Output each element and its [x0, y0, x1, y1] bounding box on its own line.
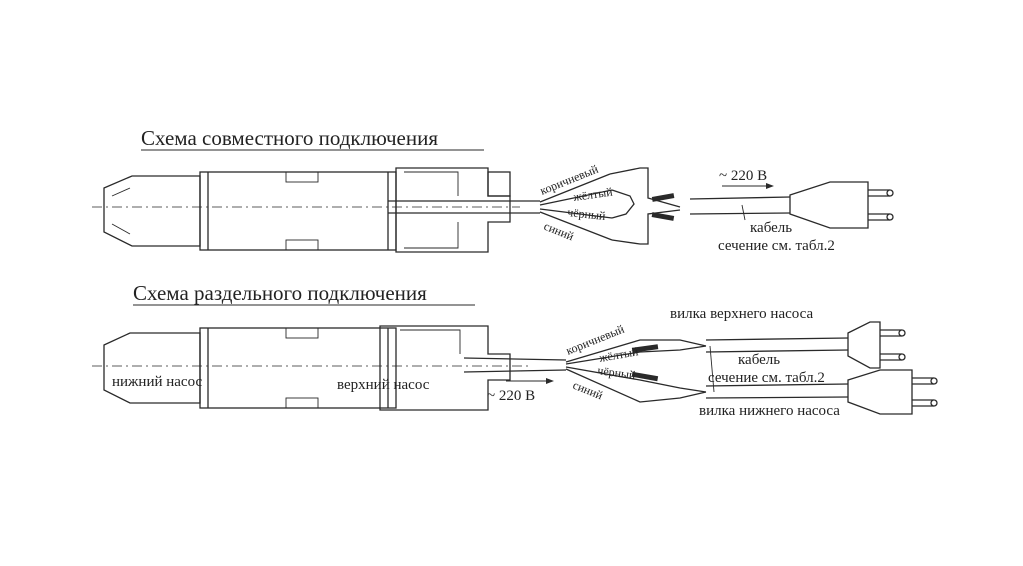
plug-body-1: [789, 181, 869, 229]
wire-connector-1a: [651, 193, 675, 202]
title-joint: Схема совместного подключения: [141, 126, 438, 150]
output-cable-lower: [705, 383, 849, 399]
pump-head-2: [379, 325, 511, 411]
wire-label-black-1: чёрный: [567, 205, 607, 223]
wire-label-blue-2: синий: [571, 378, 606, 403]
plug-lower: [847, 369, 938, 415]
plug-pin-tip-upper-a: [898, 329, 906, 337]
pump-cable-1: [388, 200, 540, 214]
pump-slot-bottom-1: [285, 239, 319, 251]
wire-connector-2a: [631, 344, 659, 353]
wire-loop-mid-1: [611, 189, 635, 219]
wire-fan-2: [565, 339, 707, 403]
pump-slot-top-1: [285, 171, 319, 183]
wire-blue-2: [565, 368, 707, 403]
section-label-2: сечение см. табл.2: [708, 370, 825, 386]
wire-loop-top-1: [609, 167, 681, 208]
pump-nose-1: [103, 175, 201, 247]
plug-pins-upper: [880, 329, 902, 361]
wire-label-yellow-1: жёлтый: [571, 185, 613, 205]
diagram-separate-connection: Схема раздельного подключения нижний нас…: [92, 281, 938, 419]
plug-pin-tip-lower-a: [930, 377, 938, 385]
wire-connector-2b: [631, 371, 659, 382]
upper-pump-label: верхний насос: [337, 377, 430, 393]
plug-body-upper: [847, 321, 881, 369]
pump-nose-2: [103, 332, 201, 404]
plug-pins-1: [868, 189, 890, 221]
pump-assembly-2: [92, 325, 530, 411]
pump-head-detail-1: [404, 171, 459, 249]
wire-label-blue-1: синий: [542, 219, 577, 244]
arrow-head-2: [546, 378, 554, 384]
section-label-1: сечение см. табл.2: [718, 238, 835, 254]
pump-head-detail-2: [400, 329, 461, 354]
leader-2: [709, 345, 715, 393]
wire-label-black-2: чёрный: [597, 363, 637, 382]
pump-nose-detail-1: [111, 187, 131, 235]
pump-body-1: [199, 171, 397, 251]
wire-fan-1: [539, 167, 681, 245]
pump-body-2: [199, 327, 397, 409]
pump-head-1: [395, 167, 511, 253]
plug-pins-lower: [912, 377, 934, 407]
lower-plug-label: вилка нижнего насоса: [699, 403, 840, 419]
wire-black-2: [565, 366, 707, 393]
plug-upper: [847, 321, 906, 369]
pump-head-cap-1: [487, 171, 511, 197]
cable-label-2: кабель: [738, 352, 780, 368]
plug-pin-tip-lower-b: [930, 399, 938, 407]
title-separate: Схема раздельного подключения: [133, 281, 427, 305]
plug-pin-tip-1a: [886, 189, 894, 197]
wire-brown-2: [565, 339, 707, 363]
diagram-joint-connection: Схема совместного подключения: [92, 126, 894, 254]
wire-label-yellow-2: жёлтый: [597, 344, 640, 365]
plug-pin-tip-1b: [886, 213, 894, 221]
plug-pin-tip-upper-b: [898, 353, 906, 361]
wire-loop-bottom-1: [611, 209, 681, 245]
plug-1: [789, 181, 894, 229]
voltage-label-2: ~ 220 В: [487, 388, 535, 404]
output-cable-1: [689, 196, 791, 215]
lower-pump-label: нижний насос: [112, 374, 202, 390]
upper-plug-label: вилка верхнего насоса: [670, 306, 813, 322]
cable-label-1: кабель: [750, 220, 792, 236]
leader-1: [741, 204, 746, 221]
wire-connector-1b: [651, 212, 675, 221]
output-cable-upper: [705, 337, 849, 353]
arrow-head-1: [766, 183, 774, 189]
pump-cable-2: [463, 357, 567, 373]
plug-body-lower: [847, 369, 913, 415]
pump-slot-bottom-2: [285, 397, 319, 409]
pump-assembly-1: [92, 167, 520, 253]
pump-slot-top-2: [285, 327, 319, 339]
wire-lines-1: [539, 173, 613, 241]
wire-yellow-2: [565, 345, 707, 365]
voltage-label-1: ~ 220 В: [719, 168, 767, 184]
